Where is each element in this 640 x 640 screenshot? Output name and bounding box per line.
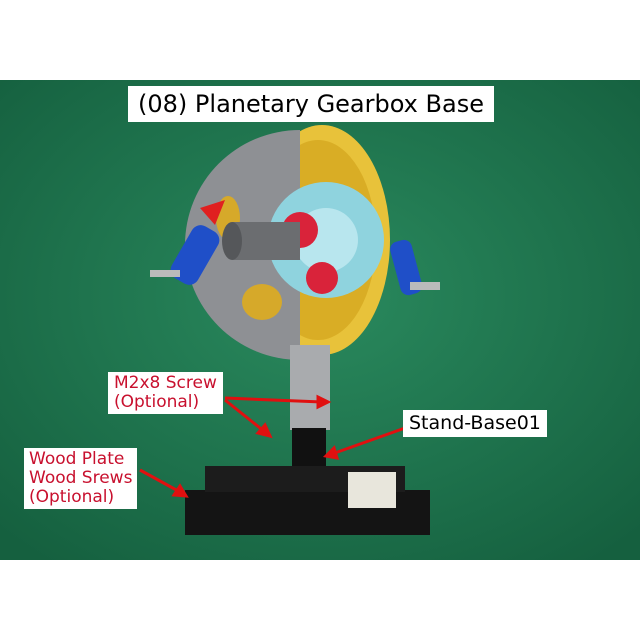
stand-annotation: Stand-Base01 <box>403 410 547 438</box>
page-title: (08) Planetary Gearbox Base <box>128 86 494 122</box>
base-label-sticker <box>348 472 396 508</box>
screw-annotation: M2x8 Screw(Optional) <box>108 372 223 415</box>
wood-line3: (Optional) <box>29 487 115 508</box>
stand-column <box>290 345 330 430</box>
wood-line1: Wood Plate <box>29 449 125 469</box>
right-crank-arm <box>390 239 440 296</box>
planet-gear <box>306 262 338 294</box>
wood-line2: Wood Srews <box>29 468 133 489</box>
left-crank-arm <box>150 200 225 285</box>
input-shaft <box>232 222 300 260</box>
annotation-arrows <box>139 394 406 498</box>
screw-line1: M2x8 Screw <box>114 373 217 393</box>
screw-line2: (Optional) <box>114 392 200 413</box>
